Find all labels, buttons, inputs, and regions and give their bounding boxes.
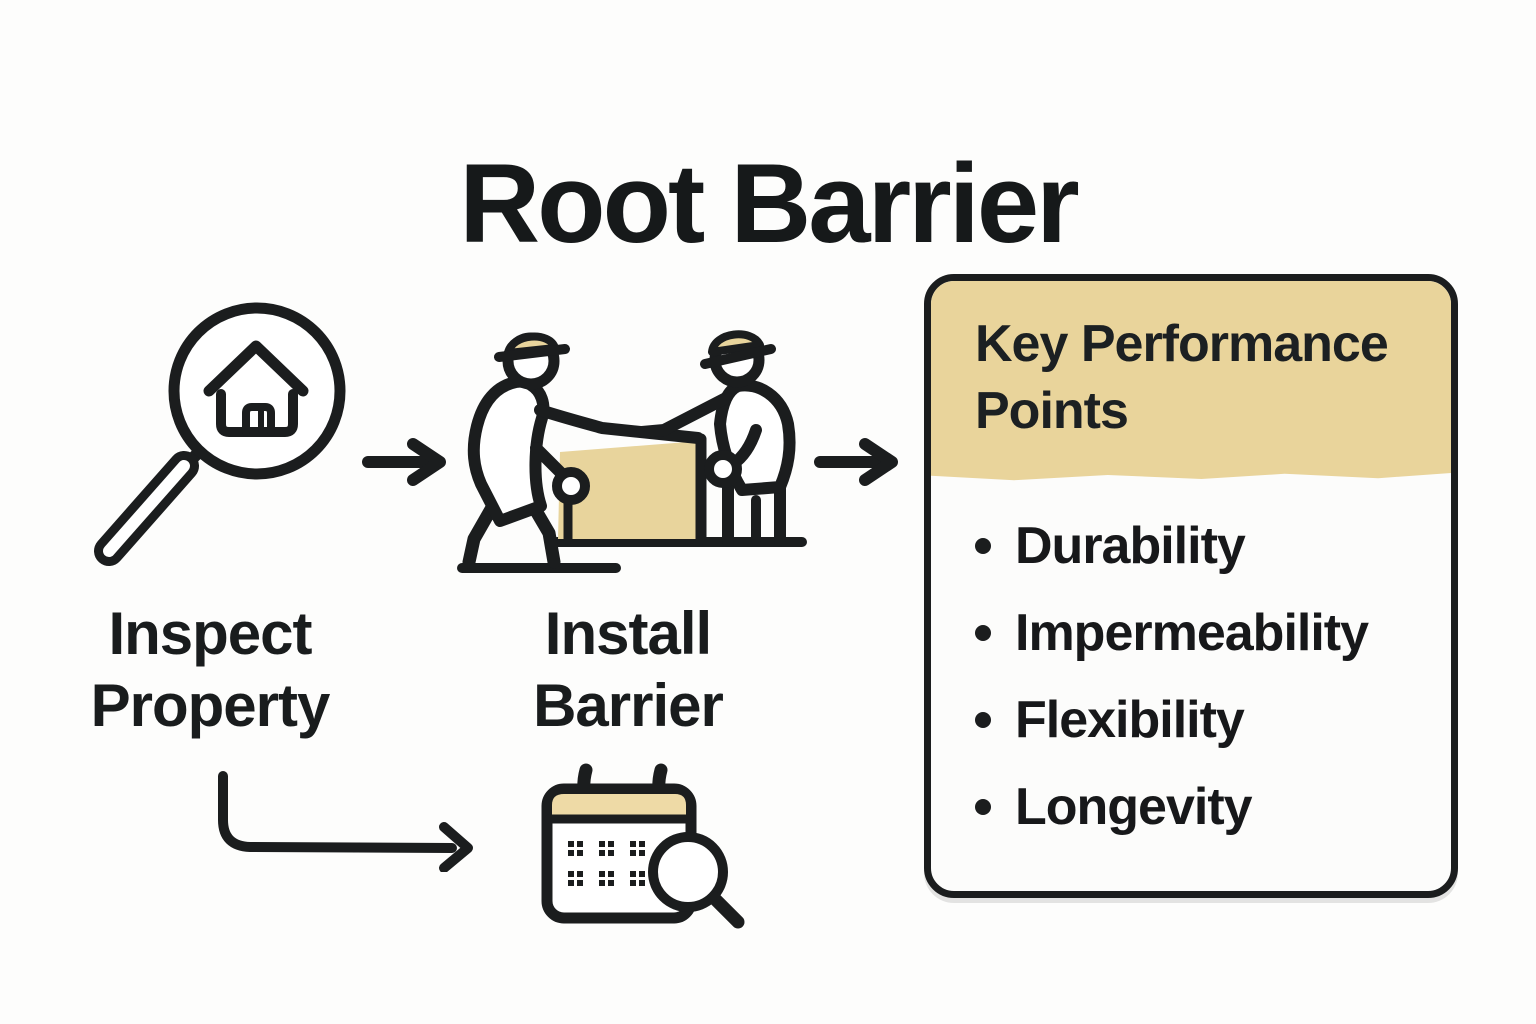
- elbow-arrow-icon: [218, 771, 473, 872]
- key-performance-title: Key Performance Points: [975, 311, 1421, 445]
- step-label-inspect-property: Inspect Property: [40, 598, 380, 742]
- key-performance-list: Durability Impermeability Flexibility Lo…: [931, 519, 1451, 834]
- step-label-line: Barrier: [533, 672, 724, 739]
- list-item: Longevity: [975, 780, 1451, 834]
- step-label-line: Inspect: [108, 600, 312, 667]
- list-item: Impermeability: [975, 606, 1451, 660]
- step-label-line: Property: [90, 672, 331, 739]
- workers-carrying-barrier-icon: [457, 330, 807, 573]
- arrow-right-icon: [362, 438, 446, 486]
- calendar-magnifier-icon: [541, 763, 745, 929]
- step-label-line: Install: [544, 600, 712, 667]
- list-item: Durability: [975, 519, 1451, 573]
- calendar-dates: [568, 841, 645, 886]
- key-performance-title-line2: Points: [975, 382, 1129, 440]
- arrow-right-icon: [814, 438, 898, 486]
- step-label-install-barrier: Install Barrier: [458, 598, 798, 742]
- page-title: Root Barrier: [459, 141, 1079, 267]
- key-performance-card: Key Performance Points Durability Imperm…: [924, 274, 1458, 898]
- key-performance-card-header: Key Performance Points: [931, 281, 1451, 481]
- magnifier-house-icon: [94, 302, 346, 566]
- list-item: Flexibility: [975, 693, 1451, 747]
- key-performance-title-line1: Key Performance: [975, 315, 1389, 373]
